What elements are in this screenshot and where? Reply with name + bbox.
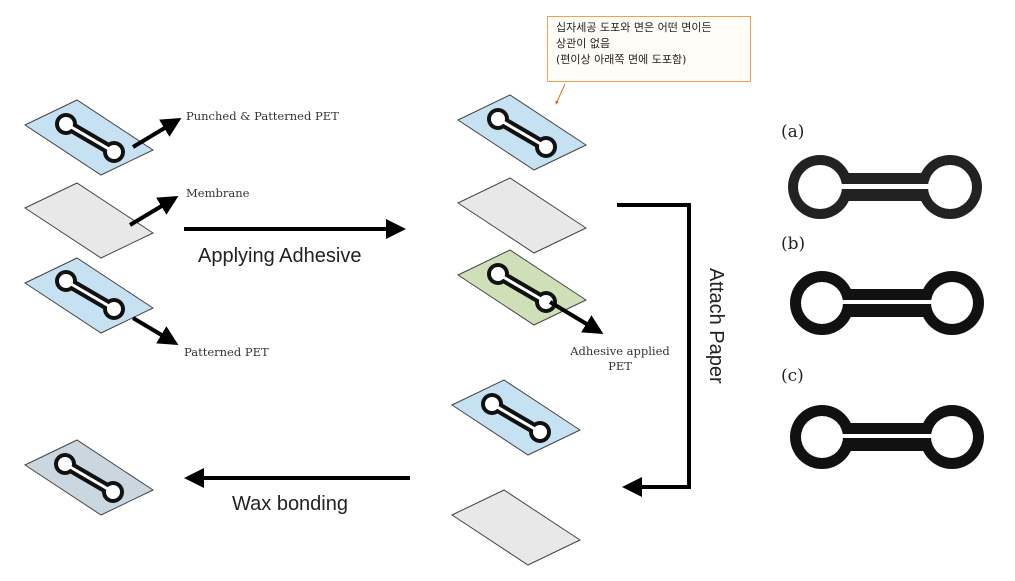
arrow-patterned-pet [131,316,179,346]
label-adhesive-pet-line2: PET [608,359,632,373]
note-line-2: 상관이 없음 [556,37,611,50]
note-line-1: 십자세공 도포와 면은 어떤 면이든 [556,21,712,34]
note-line-3: (편이상 아래쪽 면에 도포함) [556,53,687,66]
left-membrane-layer [23,182,155,259]
panel-b-pattern [790,271,984,335]
label-punched-pet: Punched & Patterned PET [186,109,339,123]
note-pointer [555,83,566,105]
label-wax-bonding: Wax bonding [232,493,348,515]
middle-membrane-layer [456,177,588,254]
label-adhesive-pet-line1: Adhesive applied [569,344,670,358]
left-punched-pet-layer [23,99,155,176]
panel-a-pattern [788,155,982,219]
label-membrane: Membrane [186,186,250,200]
annotation-note: 십자세공 도포와 면은 어떤 면이든 상관이 없음 (편이상 아래쪽 면에 도포… [547,16,751,82]
middle-punched-pet-layer [456,94,588,171]
label-attach-paper: Attach Paper [705,268,727,384]
arrow-membrane [128,195,179,227]
arrow-adhesive-pet [548,300,604,335]
panel-label-b: (b) [781,234,805,254]
middle-lower-membrane-layer [450,489,582,566]
panel-label-a: (a) [781,122,804,142]
label-patterned-pet: Patterned PET [184,345,269,359]
label-applying-adhesive: Applying Adhesive [198,245,361,267]
bonded-device [23,439,155,516]
bracket-attach-paper [617,203,691,497]
arrow-punched-pet [131,117,182,149]
middle-lower-pet-layer [450,379,582,456]
left-patterned-pet-layer [23,257,155,334]
panel-label-c: (c) [781,366,804,386]
panel-c-pattern [790,405,984,469]
